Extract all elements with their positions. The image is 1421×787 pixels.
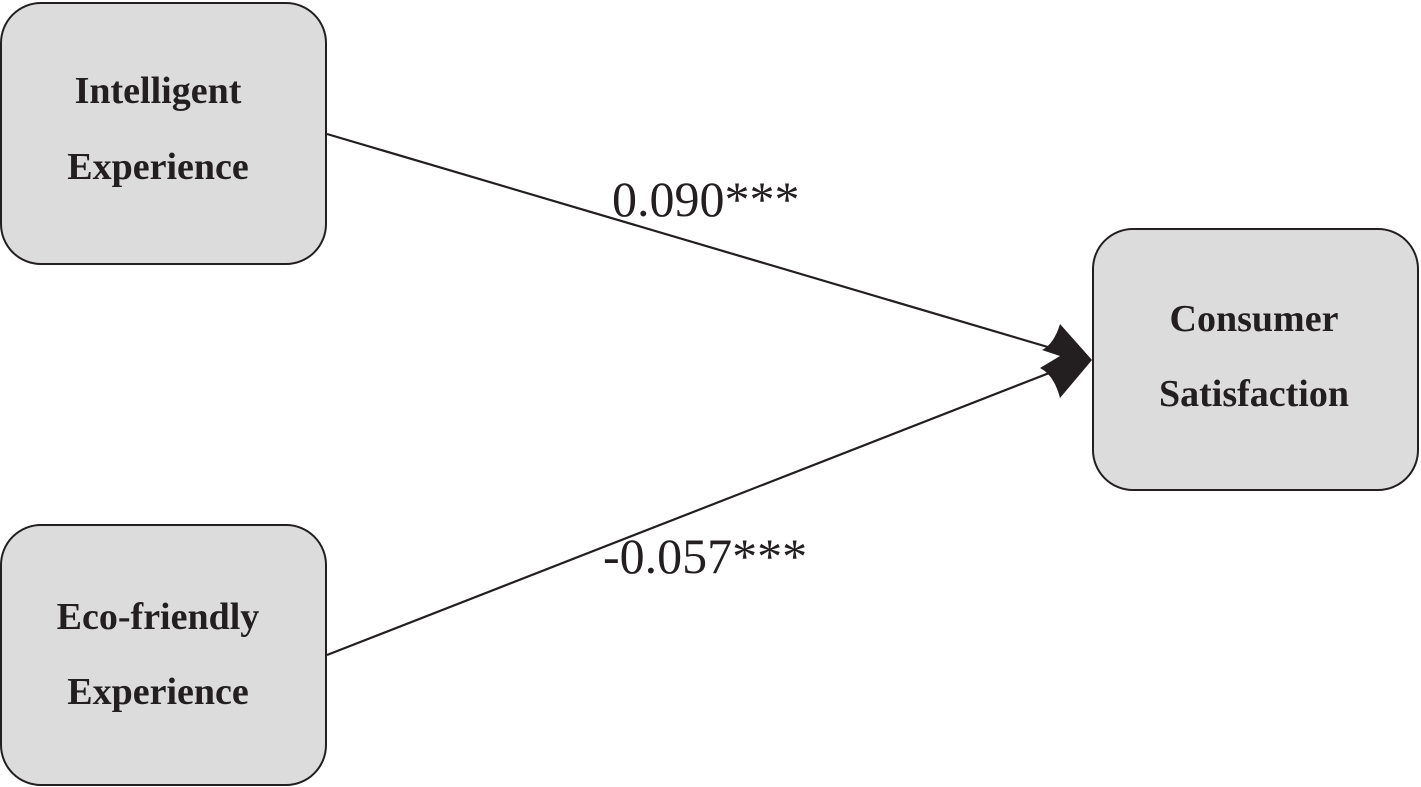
edge-eco-to-satisfaction: -0.057*** xyxy=(326,366,1063,657)
arrowhead-icon xyxy=(1040,324,1092,398)
node-consumer-satisfaction: Consumer Satisfaction xyxy=(1092,228,1419,491)
edge-intelligent-to-satisfaction: 0.090*** xyxy=(326,132,1059,352)
node-label-line2: Experience xyxy=(67,671,249,713)
node-label-line1: Consumer xyxy=(1170,298,1339,340)
arrow-line-eco xyxy=(326,366,1063,657)
node-intelligent-experience: Intelligent Experience xyxy=(0,2,327,265)
node-label-line1: Intelligent xyxy=(75,70,242,112)
arrow-line-intelligent xyxy=(326,132,1059,352)
node-eco-friendly-experience: Eco-friendly Experience xyxy=(0,524,327,786)
coefficient-intelligent: 0.090*** xyxy=(612,171,800,227)
node-label-line2: Satisfaction xyxy=(1159,373,1349,415)
coefficient-eco: -0.057*** xyxy=(603,528,807,584)
node-label-line2: Experience xyxy=(67,146,249,188)
node-label-line1: Eco-friendly xyxy=(57,596,260,638)
